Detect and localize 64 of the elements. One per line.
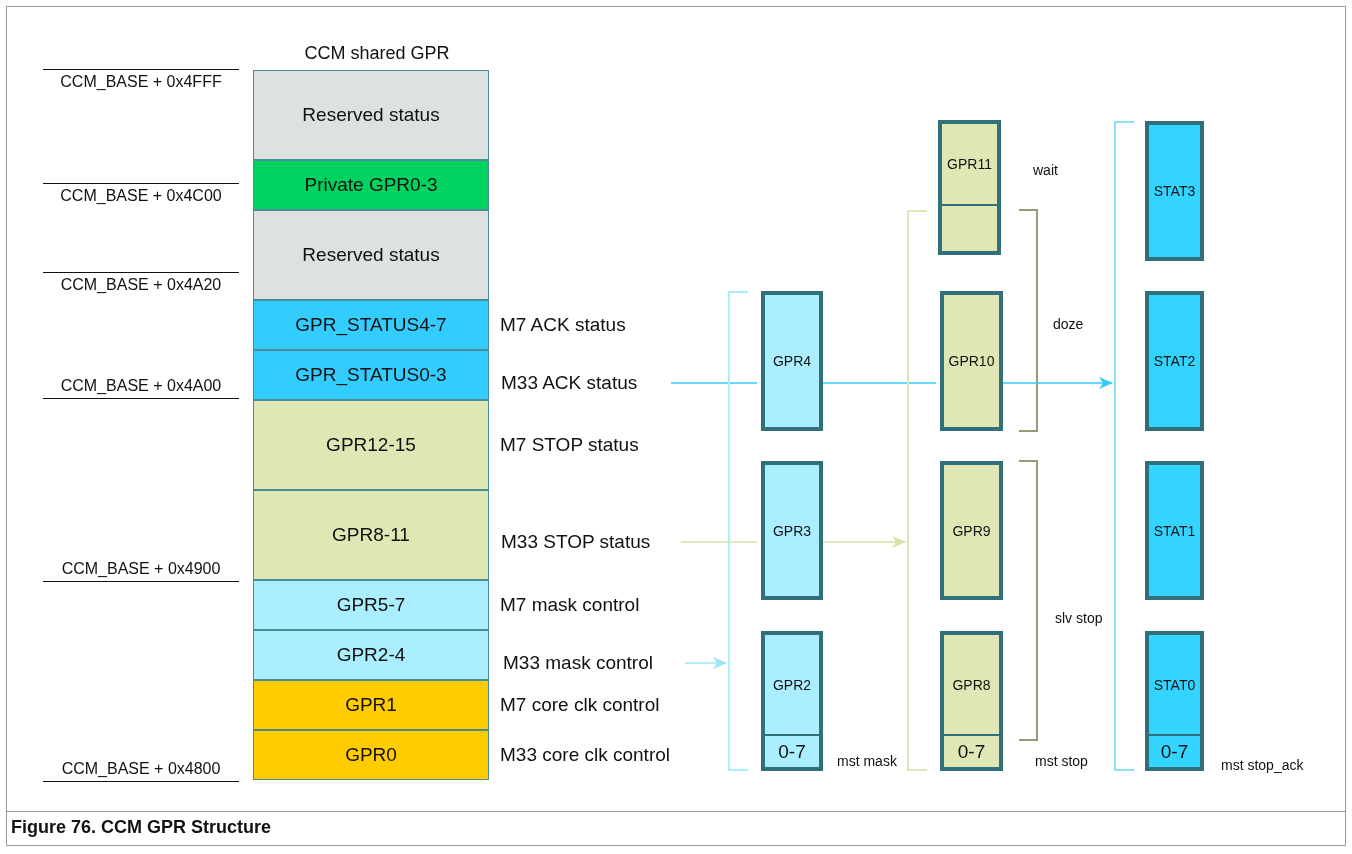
register-label: GPR2-4 [336, 644, 406, 666]
register-label: GPR1 [345, 694, 397, 716]
address-label: CCM_BASE + 0x4FFF [43, 69, 239, 94]
bracket-label: doze [1053, 316, 1084, 332]
register-label: GPR5-7 [336, 594, 406, 616]
register-box [1145, 461, 1204, 600]
side-label: mst stop [1035, 753, 1088, 769]
register-label: GPR11 [947, 156, 992, 172]
register-box [940, 291, 1003, 431]
signal-label: M33 ACK status [501, 371, 638, 395]
register-label: GPR8 [952, 676, 991, 693]
signal-label: M33 mask control [503, 651, 653, 675]
register-row [253, 490, 489, 580]
register-box [1145, 631, 1204, 771]
register-label: GPR12-15 [326, 434, 416, 456]
register-label: GPR_STATUS0-3 [295, 364, 447, 386]
register-label: GPR9 [952, 522, 991, 539]
register-row [253, 160, 489, 210]
register-label: GPR10 [948, 353, 995, 369]
address-label: CCM_BASE + 0x4C00 [43, 183, 239, 208]
register-label: GPR3 [772, 522, 812, 539]
address-label: CCM_BASE + 0x4A00 [43, 374, 239, 399]
register-box [940, 631, 1003, 771]
side-label: M7 STOP status [500, 434, 639, 456]
bracket-label: slv stop [1055, 610, 1103, 626]
register-box [1145, 121, 1204, 261]
bit-range: 0-7 [957, 742, 986, 761]
register-label: GPR4 [772, 353, 812, 369]
register-box [761, 461, 823, 600]
register-label: STAT1 [1153, 522, 1196, 539]
register-box [1145, 291, 1204, 431]
register-row [253, 630, 489, 680]
register-row [253, 70, 489, 160]
register-label: Reserved status [302, 244, 440, 266]
register-label: Private GPR0-3 [304, 174, 438, 196]
side-label: mst mask [837, 753, 897, 769]
address-label: CCM_BASE + 0x4900 [43, 557, 239, 582]
side-label: M7 mask control [500, 594, 640, 616]
register-box [761, 291, 823, 431]
register-row [253, 210, 489, 300]
arrow [684, 657, 727, 669]
register-box [940, 461, 1003, 600]
register-label: Reserved status [302, 104, 440, 126]
signal-label: M33 STOP status [501, 530, 651, 554]
register-label: GPR2 [772, 676, 812, 693]
side-label: M7 ACK status [500, 314, 626, 336]
register-label: GPR_STATUS4-7 [295, 314, 447, 336]
figure-caption: Figure 76. CCM GPR Structure [11, 817, 272, 838]
address-label: CCM_BASE + 0x4800 [43, 757, 239, 782]
side-label: wait [1033, 162, 1058, 178]
register-row [253, 350, 489, 400]
register-label: STAT3 [1153, 183, 1196, 199]
side-label: M33 core clk control [500, 744, 670, 766]
side-label: mst stop_ack [1221, 757, 1304, 773]
register-label: GPR0 [345, 744, 397, 766]
register-label: STAT2 [1153, 353, 1196, 369]
diagram-title: CCM shared GPR [303, 43, 451, 64]
register-label: STAT0 [1153, 676, 1196, 693]
side-label: M7 core clk control [500, 694, 660, 716]
bit-range: 0-7 [778, 742, 806, 761]
register-label: GPR8-11 [332, 524, 410, 546]
register-box [761, 631, 823, 771]
address-label: CCM_BASE + 0x4A20 [43, 272, 239, 297]
bit-range: 0-7 [1160, 742, 1189, 761]
